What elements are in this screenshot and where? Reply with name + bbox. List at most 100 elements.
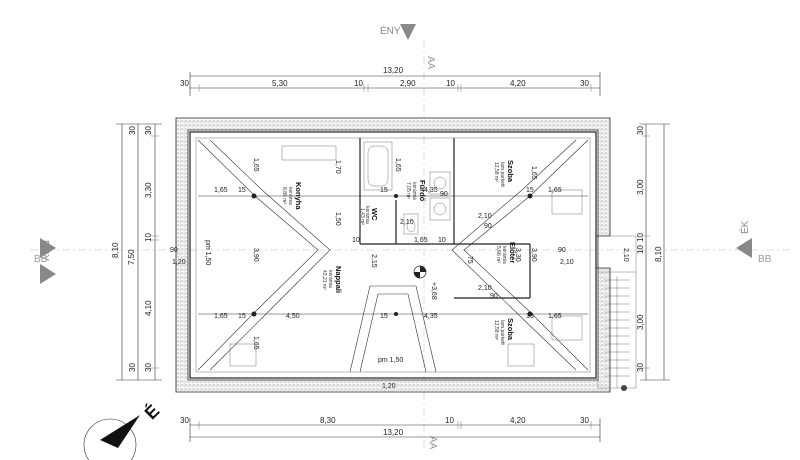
- idim-5: 1,65: [394, 158, 401, 172]
- room-furdo: Fürdő kerámia 7,05 m²: [405, 180, 427, 202]
- dim-right-seg-2: 3,00: [636, 179, 645, 195]
- idim-12: 3,30: [514, 248, 521, 262]
- idim-6: 1,65: [530, 166, 537, 180]
- dim-bottom-total: 13,20: [383, 428, 404, 437]
- idim-19: 2,10: [478, 285, 492, 292]
- dim-right-seg-3: 10: [636, 233, 645, 242]
- dim-left-seg-outer-5: 30: [128, 363, 137, 372]
- idim-10: 3,90: [252, 248, 259, 262]
- idim-32: 15: [238, 187, 246, 194]
- room-wc-area: 1,43 m²: [359, 208, 365, 225]
- interior-dims: 1,65 1,65 1,65 1,65 1,65 1,65 1,65 1,65 …: [170, 158, 629, 390]
- idim-34: 15: [380, 187, 388, 194]
- idim-21: 2,15: [370, 254, 377, 268]
- section-bb-left-arrow-icon: [40, 264, 56, 284]
- compass-top-label: ÉNY: [380, 24, 401, 37]
- room-szoba-top-name: Szoba: [506, 160, 515, 183]
- idim-27: 90: [490, 293, 498, 300]
- north-label: É: [140, 400, 163, 423]
- idim-11: 3,90: [530, 248, 537, 262]
- dim-top-seg-3: 10: [354, 79, 363, 88]
- room-furdo-area: 7,05 m²: [405, 182, 411, 199]
- idim-20: 2,10: [560, 259, 574, 266]
- interior-walls: [229, 138, 583, 367]
- idim-35: 15: [380, 313, 388, 320]
- dim-right-seg-1: 30: [636, 126, 645, 135]
- section-bb-right: BB: [758, 254, 772, 265]
- idim-31: 10: [438, 237, 446, 244]
- idim-14: 4,35: [424, 187, 438, 194]
- room-szoba-bottom-name: Szoba: [506, 318, 515, 341]
- dim-right-seg-4: 10: [636, 245, 645, 254]
- dim-top-seg-2: 5,30: [272, 79, 288, 88]
- dim-left-total: 8,10: [111, 242, 120, 258]
- room-furdo-floor: kerámia: [411, 182, 417, 200]
- dim-right-seg-5: 3,00: [636, 314, 645, 330]
- idim-3: 1,65: [214, 313, 228, 320]
- dim-top-seg-5: 10: [446, 79, 455, 88]
- room-szoba-bottom: Szoba lam.parkett 12,58 m²: [493, 318, 515, 345]
- dim-left-seg-5: 30: [144, 363, 153, 372]
- dim-top-total: 13,20: [383, 66, 404, 75]
- dim-left-seg-4: 4,10: [144, 300, 153, 316]
- room-wc-name: WC: [370, 208, 379, 221]
- pm-left-label: pm 1,50: [204, 240, 211, 265]
- roof-lines: [197, 139, 589, 373]
- room-nappali: Nappali kerámia 43,21 m²: [321, 266, 343, 293]
- room-eloter: Előtér kerámia 5,66 m²: [495, 242, 517, 264]
- north-arrow-icon: [100, 415, 140, 448]
- room-konyha: Konyha kerámia 8,86 m²: [281, 182, 303, 210]
- room-szoba-bottom-floor: lam.parkett: [499, 320, 505, 345]
- compass-top-arrow-icon: [400, 24, 416, 40]
- room-konyha-area: 8,86 m²: [281, 187, 287, 204]
- idim-7: 1,65: [548, 187, 562, 194]
- dim-left-seg-outer-1: 30: [128, 126, 137, 135]
- idim-26: 90: [484, 223, 492, 230]
- dim-right-seg-6: 30: [636, 363, 645, 372]
- room-wc-floor: kerámia: [364, 206, 370, 224]
- room-szoba-top-floor: lam.parkett: [499, 162, 505, 187]
- room-konyha-floor: kerámia: [287, 187, 293, 205]
- room-eloter-floor: kerámia: [501, 246, 507, 264]
- room-eloter-name: Előtér: [508, 242, 517, 263]
- dim-right-total: 8,10: [654, 246, 663, 262]
- dim-bottom-seg-5: 30: [580, 416, 589, 425]
- idim-17: 2,10: [400, 219, 414, 226]
- dim-bottom-seg-4: 4,20: [510, 416, 526, 425]
- idim-37: 15: [526, 313, 534, 320]
- room-furdo-name: Fürdő: [418, 180, 427, 202]
- idim-13: 4,50: [286, 313, 300, 320]
- idim-30: 10: [352, 237, 360, 244]
- idim-22: 1,65: [414, 237, 428, 244]
- idim-36: 15: [526, 187, 534, 194]
- dim-left-seg-1: 30: [144, 126, 153, 135]
- level-label: +3,68: [430, 282, 437, 300]
- room-eloter-area: 5,66 m²: [495, 246, 501, 263]
- section-aa-bottom: AA: [427, 436, 438, 450]
- idim-29: 1,20: [382, 383, 396, 390]
- compass-right-arrow-icon: [736, 238, 752, 258]
- dims-top: 13,20 30 5,30 10 2,90 10 4,20 30: [180, 66, 601, 96]
- north-arrow: É: [83, 400, 163, 460]
- dim-top-seg-4: 2,90: [400, 79, 416, 88]
- dim-left-inner: 7,50: [127, 249, 136, 265]
- dims-right: 30 3,00 10 10 3,00 30 8,10: [636, 123, 670, 381]
- section-aa-top: AA: [425, 56, 436, 70]
- building-outline: [175, 117, 611, 393]
- section-bb-left: BB: [34, 254, 48, 265]
- idim-33: 15: [238, 313, 246, 320]
- dim-top-seg-6: 4,20: [510, 79, 526, 88]
- idim-2: 1,65: [214, 187, 228, 194]
- dim-top-seg-1: 30: [180, 79, 189, 88]
- idim-38: 75: [466, 256, 473, 264]
- dim-bottom-seg-3: 10: [445, 416, 454, 425]
- pm-bottom-label: pm 1,50: [378, 357, 403, 364]
- column-markers: [251, 193, 533, 317]
- dim-top-seg-7: 30: [580, 79, 589, 88]
- idim-23: 90: [170, 247, 178, 254]
- dims-bottom: 30 8,30 10 4,20 30 13,20: [180, 416, 601, 442]
- dim-bottom-seg-2: 8,30: [320, 416, 336, 425]
- idim-1: 1,65: [252, 158, 259, 172]
- compass-left-arrow-icon: [40, 238, 56, 258]
